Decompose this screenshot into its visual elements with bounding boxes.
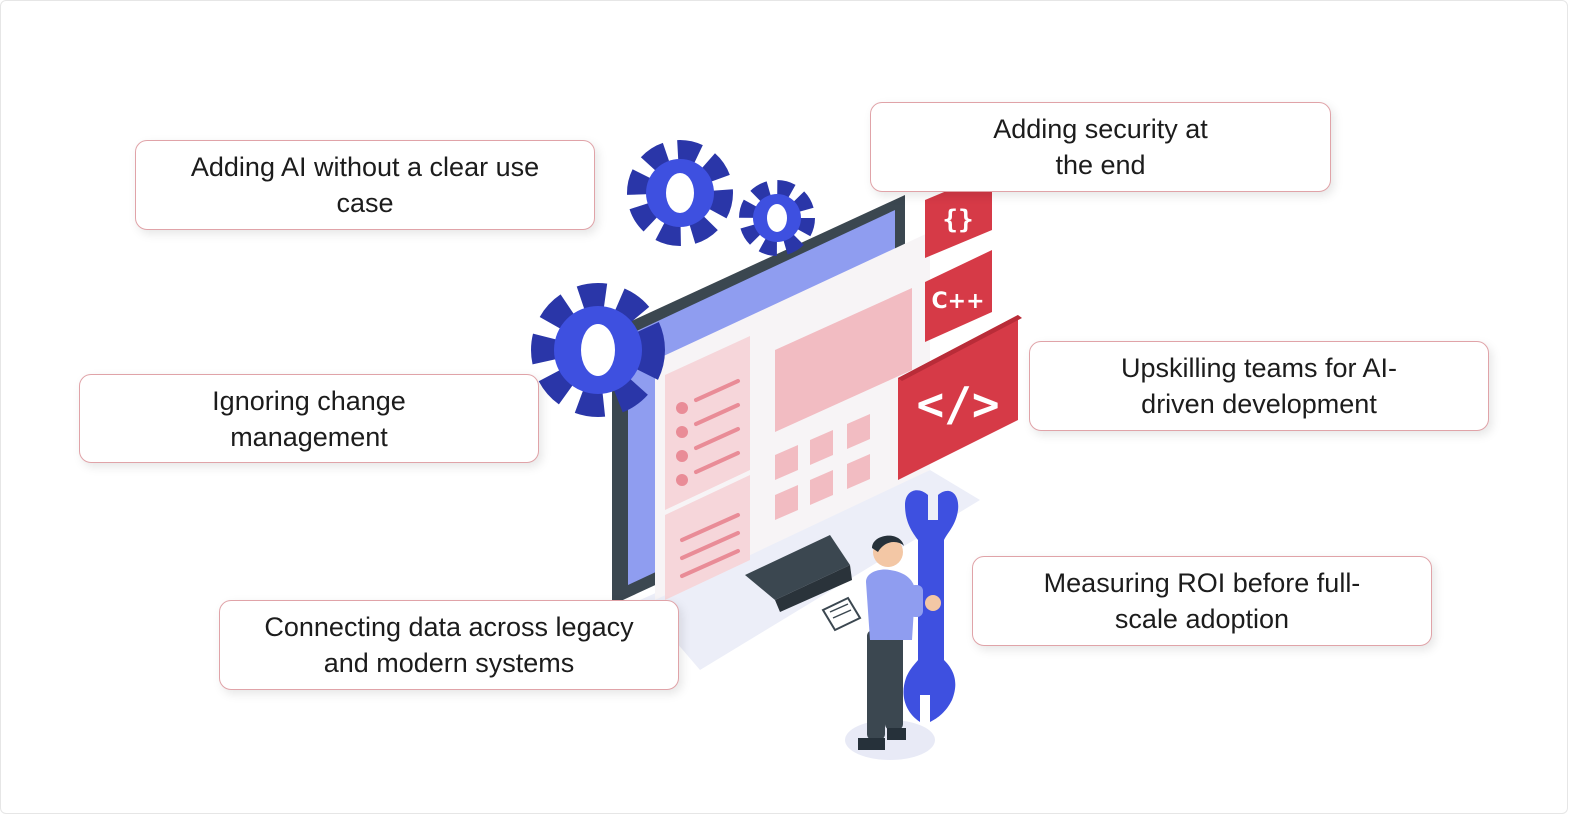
clipboard-icon [821,596,862,632]
gear-icon [739,180,815,256]
card-upskilling: Upskilling teams for AI-driven developme… [1029,341,1489,431]
code-tile-tag-label: </> [916,377,999,431]
code-tile-cpp-label: C++ [931,289,984,314]
card-measuring-roi: Measuring ROI before full-scale adoption [972,556,1432,646]
code-tile-braces-label: {} [942,205,973,235]
card-measuring-roi-text: Measuring ROI before full-scale adoption [1043,568,1361,634]
card-adding-ai: Adding AI without a clear use case [135,140,595,230]
card-upskilling-text: Upskilling teams for AI-driven developme… [1120,353,1398,419]
code-tile-tag: </> [898,315,1022,480]
card-adding-ai-text: Adding AI without a clear use case [190,152,540,218]
gear-icon [627,140,733,246]
code-tile-braces: {} [925,172,992,258]
person-icon [858,535,941,750]
card-change-management-text: Ignoring change management [212,385,406,452]
card-connecting-data: Connecting data across legacy and modern… [219,600,679,690]
code-tile-cpp: C++ [925,250,992,342]
card-connecting-data-text: Connecting data across legacy and modern… [264,612,634,678]
card-security: Adding security at the end [870,102,1331,192]
monitor-icon [612,195,930,612]
card-security-text: Adding security at the end [993,114,1208,180]
card-change-management: Ignoring change management [79,374,539,463]
gear-icon [531,283,665,417]
